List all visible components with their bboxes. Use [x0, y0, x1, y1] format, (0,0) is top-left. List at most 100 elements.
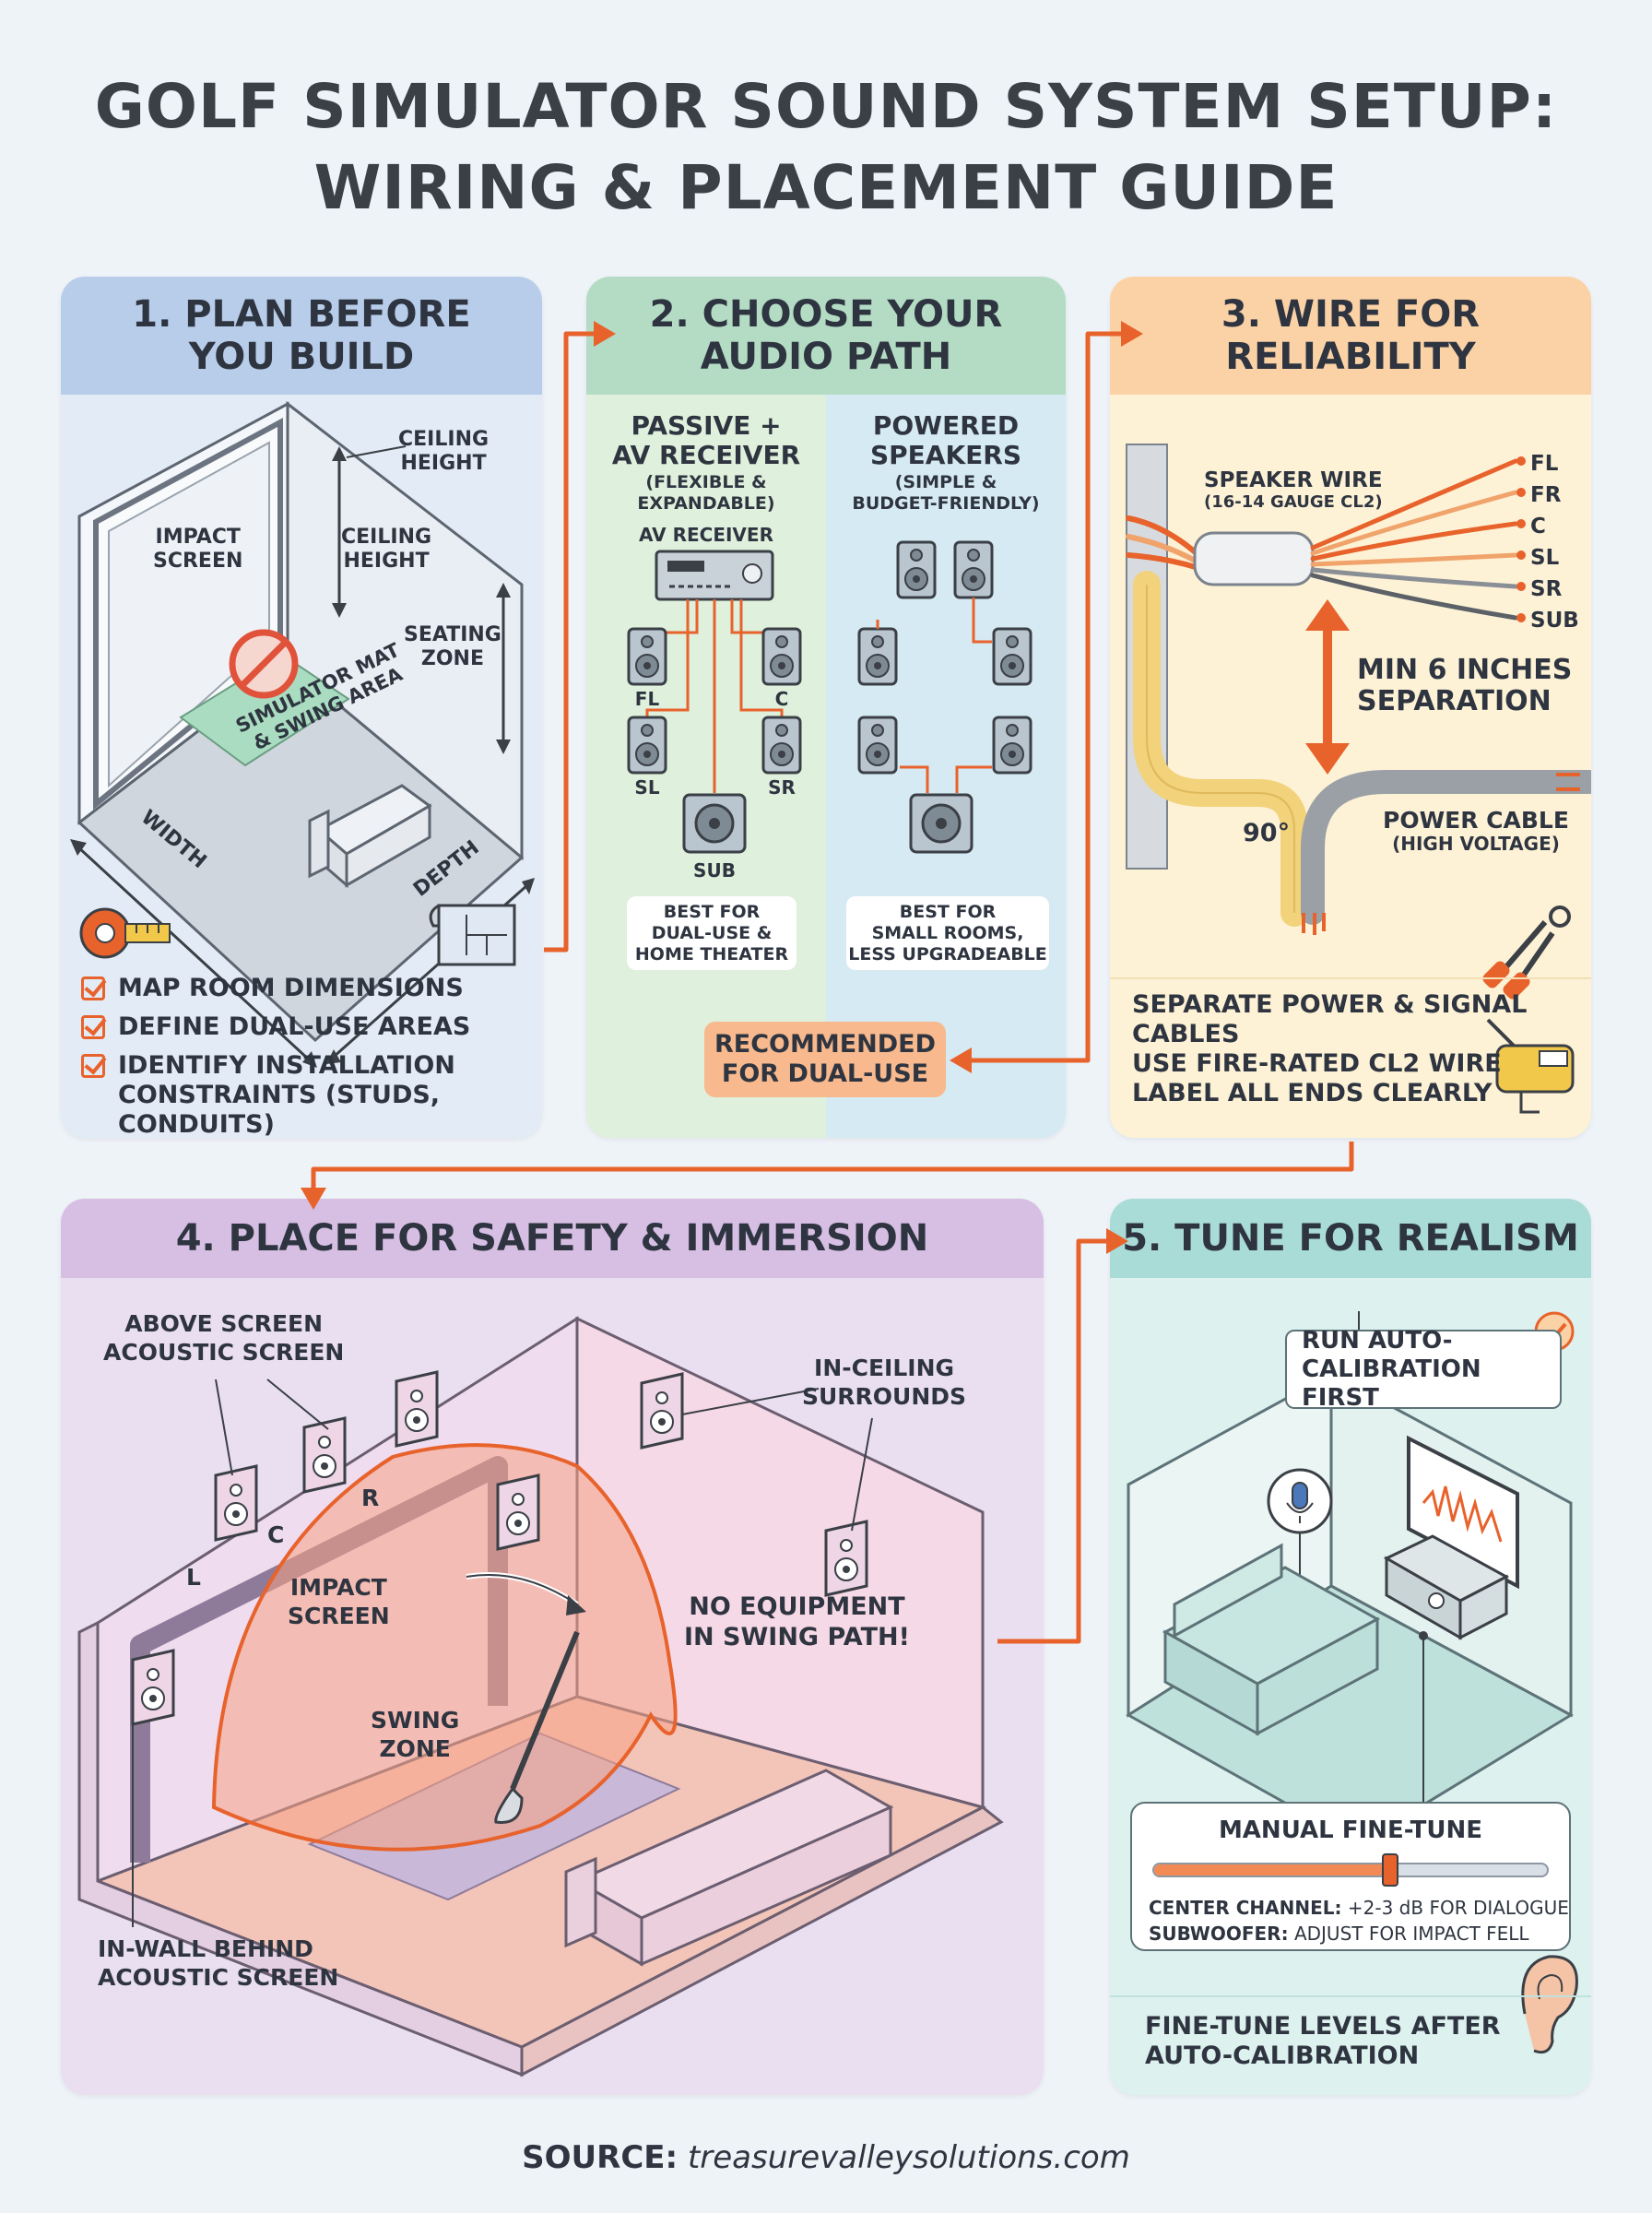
label-impact-screen: IMPACT SCREEN	[153, 526, 243, 573]
powered-speaker-icon	[953, 540, 994, 599]
powered-subwoofer-icon	[909, 793, 974, 854]
audio-path-diagram	[627, 540, 1032, 854]
speaker-wire-jacket	[1193, 531, 1315, 586]
plan-checklist: MAP ROOM DIMENSIONS DEFINE DUAL-USE AREA…	[81, 974, 542, 1138]
powered-speaker-icon	[992, 627, 1032, 686]
auto-calibration-box: RUN AUTO- CALIBRATION FIRST	[1285, 1327, 1562, 1412]
powered-speakers-subtitle: (SIMPLE & BUDGET-FRIENDLY)	[852, 472, 1040, 514]
angle-label: 90°	[1243, 819, 1291, 847]
microphone-icon	[1267, 1468, 1333, 1534]
channel-fr: FR	[1530, 483, 1562, 507]
channel-labels: FL FR C SL SR SUB	[1530, 448, 1586, 636]
recommended-badge: RECOMMENDED FOR DUAL-USE	[704, 1022, 946, 1097]
label-in-wall: IN-WALL BEHIND ACOUSTIC SCREEN	[98, 1935, 339, 1991]
speaker-wire-label: SPEAKER WIRE (16-14 GAUGE CL2)	[1204, 468, 1383, 512]
source-line: SOURCE: treasurevalleysolutions.com	[0, 2139, 1652, 2176]
speaker-label-sl: SL	[634, 776, 660, 799]
subwoofer-row: SUBWOOFER: ADJUST FOR IMPACT FELL	[1149, 1923, 1529, 1945]
ceiling-surround-right-icon	[824, 1520, 868, 1597]
powered-speaker-icon	[992, 716, 1032, 775]
panel-plan-heading: 1. PLAN BEFORE YOU BUILD	[61, 277, 542, 395]
av-receiver-label: AV RECEIVER	[639, 524, 773, 546]
label-speaker-c: C	[267, 1521, 285, 1548]
speaker-label-sub: SUB	[693, 859, 736, 882]
powered-speaker-icon	[896, 540, 937, 599]
width-arrow	[76, 845, 312, 1062]
panel-tuning: 5. TUNE FOR REALISM	[1110, 1199, 1591, 2095]
label-swing-zone: SWING ZONE	[371, 1707, 460, 1762]
center-rear-speaker-icon	[496, 1473, 540, 1551]
speaker-label-c: C	[774, 688, 789, 710]
title-line-1: GOLF SIMULATOR SOUND SYSTEM SETUP:	[94, 71, 1558, 142]
speaker-label-sr: SR	[768, 776, 796, 799]
tuning-divider	[1110, 1995, 1591, 1997]
in-wall-speaker-icon	[131, 1649, 175, 1726]
swing-zone-dome	[211, 1443, 678, 1852]
best-for-powered: BEST FOR SMALL ROOMS, LESS UPGRADEABLE	[846, 896, 1049, 970]
arrow-3-to-4	[311, 1142, 1354, 1189]
floor-plan-icon	[429, 904, 516, 966]
label-above-screen: ABOVE SCREEN ACOUSTIC SCREEN	[103, 1310, 345, 1366]
manual-fine-tune-box: MANUAL FINE-TUNE CENTER CHANNEL: +2-3 dB…	[1130, 1802, 1571, 1951]
powered-speakers-title: POWERED SPEAKERS	[869, 410, 1022, 470]
power-cable-label: POWER CABLE (HIGH VOLTAGE)	[1383, 807, 1569, 855]
powered-speaker-icon	[857, 627, 898, 686]
tuning-illustration	[1126, 1311, 1578, 2054]
channel-sl: SL	[1530, 546, 1560, 570]
speaker-wire-bundle	[1126, 515, 1201, 571]
speaker-sl-icon	[627, 716, 667, 775]
golf-club-icon	[494, 1630, 580, 1824]
channel-c: C	[1530, 515, 1546, 538]
title-line-2: WIRING & PLACEMENT GUIDE	[313, 152, 1339, 223]
label-speaker-l: L	[186, 1564, 201, 1591]
powered-speaker-icon	[857, 716, 898, 775]
sofa-icon	[564, 1769, 894, 1967]
speaker-sr-icon	[761, 716, 802, 775]
checkbox-icon	[81, 1015, 105, 1039]
speaker-c-icon	[302, 1416, 347, 1494]
panel-placement: 4. PLACE FOR SAFETY & IMMERSION	[61, 1199, 1044, 2095]
level-slider-fill	[1154, 1864, 1390, 1876]
panel-audio-path-right-bg	[826, 277, 1066, 1138]
source-url[interactable]: treasurevalleysolutions.com	[687, 2139, 1130, 2176]
checklist-item-2: DEFINE DUAL-USE AREAS	[81, 1012, 470, 1042]
center-channel-row: CENTER CHANNEL: +2-3 dB FOR DIALOGUE	[1149, 1897, 1569, 1919]
separation-label: MIN 6 INCHES SEPARATION	[1357, 654, 1573, 717]
channel-sr: SR	[1530, 577, 1563, 601]
checkbox-icon	[81, 976, 105, 1000]
level-slider[interactable]	[1152, 1853, 1549, 1887]
wiring-tips: SEPARATE POWER & SIGNAL CABLES USE FIRE-…	[1132, 990, 1528, 1107]
wiring-divider	[1110, 977, 1591, 979]
channel-sub: SUB	[1530, 609, 1579, 633]
label-ceiling-height-outer: CEILING HEIGHT	[398, 428, 490, 475]
label-maker-icon	[1486, 1018, 1575, 1114]
screen-waveform-icon	[1407, 1435, 1519, 1590]
label-impact-screen: IMPACT SCREEN	[288, 1574, 390, 1629]
placement-illustration	[77, 1316, 1004, 2077]
signal-conduit	[1133, 571, 1308, 927]
level-slider-thumb[interactable]	[1381, 1853, 1398, 1887]
wire-crimper-icon	[1482, 905, 1571, 1000]
checklist-item-1: MAP ROOM DIMENSIONS	[81, 974, 464, 1003]
av-receiver-icon	[655, 550, 774, 601]
subwoofer-icon	[682, 793, 747, 854]
speaker-label-fl: FL	[634, 688, 660, 710]
speaker-fl-icon	[627, 627, 667, 686]
checkbox-icon	[81, 1054, 105, 1078]
channel-fl: FL	[1530, 452, 1559, 476]
checklist-item-3: IDENTIFY INSTALLATION CONSTRAINTS (STUDS…	[81, 1051, 542, 1138]
sofa-icon	[1162, 1543, 1381, 1736]
panel-tuning-heading: 5. TUNE FOR REALISM	[1110, 1199, 1591, 1278]
panel-placement-heading: 4. PLACE FOR SAFETY & IMMERSION	[61, 1199, 1044, 1278]
ear-icon	[1521, 1955, 1578, 2054]
tape-measure-icon	[79, 907, 171, 959]
no-symbol-icon	[229, 629, 299, 699]
wiring-diagram	[1126, 444, 1591, 1114]
panel-plan: 1. PLAN BEFORE YOU BUILD	[61, 277, 542, 1138]
speaker-l-icon	[214, 1464, 258, 1542]
label-ceiling-height-inner: CEILING HEIGHT	[341, 526, 432, 573]
receiver-icon	[1383, 1534, 1510, 1640]
best-for-passive: BEST FOR DUAL-USE & HOME THEATER	[627, 896, 796, 970]
sofa-icon	[308, 784, 432, 889]
panel-wiring-heading: 3. WIRE FOR RELIABILITY	[1110, 277, 1591, 395]
